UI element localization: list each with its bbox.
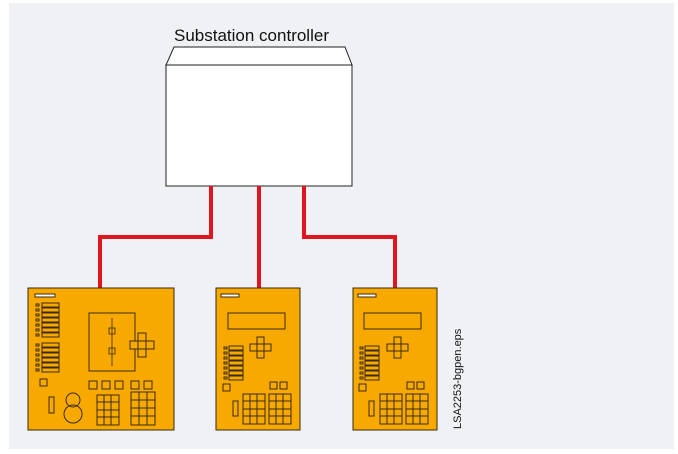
display-graphic-icon (108, 318, 116, 366)
connection-right (302, 186, 397, 288)
navigation-keypad (129, 332, 155, 358)
function-key (358, 383, 367, 392)
numeric-keypad-left (242, 393, 266, 425)
function-key (222, 383, 231, 392)
led-column (223, 345, 244, 381)
navigation-keypad (249, 336, 272, 359)
key-switch (48, 396, 55, 414)
numeric-keypad-left (96, 394, 120, 426)
led-column (35, 302, 60, 373)
middle-protection-relay (215, 287, 301, 431)
controller-title: Substation controller (174, 26, 329, 45)
numeric-keypad-right (268, 393, 292, 425)
function-keys (88, 380, 153, 390)
numeric-keypad-left (379, 393, 403, 425)
key-switch (232, 400, 239, 417)
function-key (39, 378, 48, 387)
text-display (363, 312, 422, 330)
file-label: LSA2253-bgpen.eps (452, 328, 464, 429)
connection-left (98, 186, 213, 288)
connection-lines (98, 186, 397, 288)
led-column (359, 345, 380, 381)
navigation-keypad (386, 336, 409, 359)
numeric-keypad-right (405, 393, 429, 425)
function-keys (406, 381, 425, 390)
text-display (227, 312, 286, 330)
substation-controller (165, 46, 353, 187)
right-protection-relay (352, 287, 438, 431)
function-keys (269, 381, 288, 390)
key-switch (368, 400, 375, 417)
numeric-keypad-right (130, 391, 156, 426)
knob-top (65, 392, 81, 408)
knob-bottom (63, 404, 83, 424)
left-protection-relay (27, 287, 175, 431)
